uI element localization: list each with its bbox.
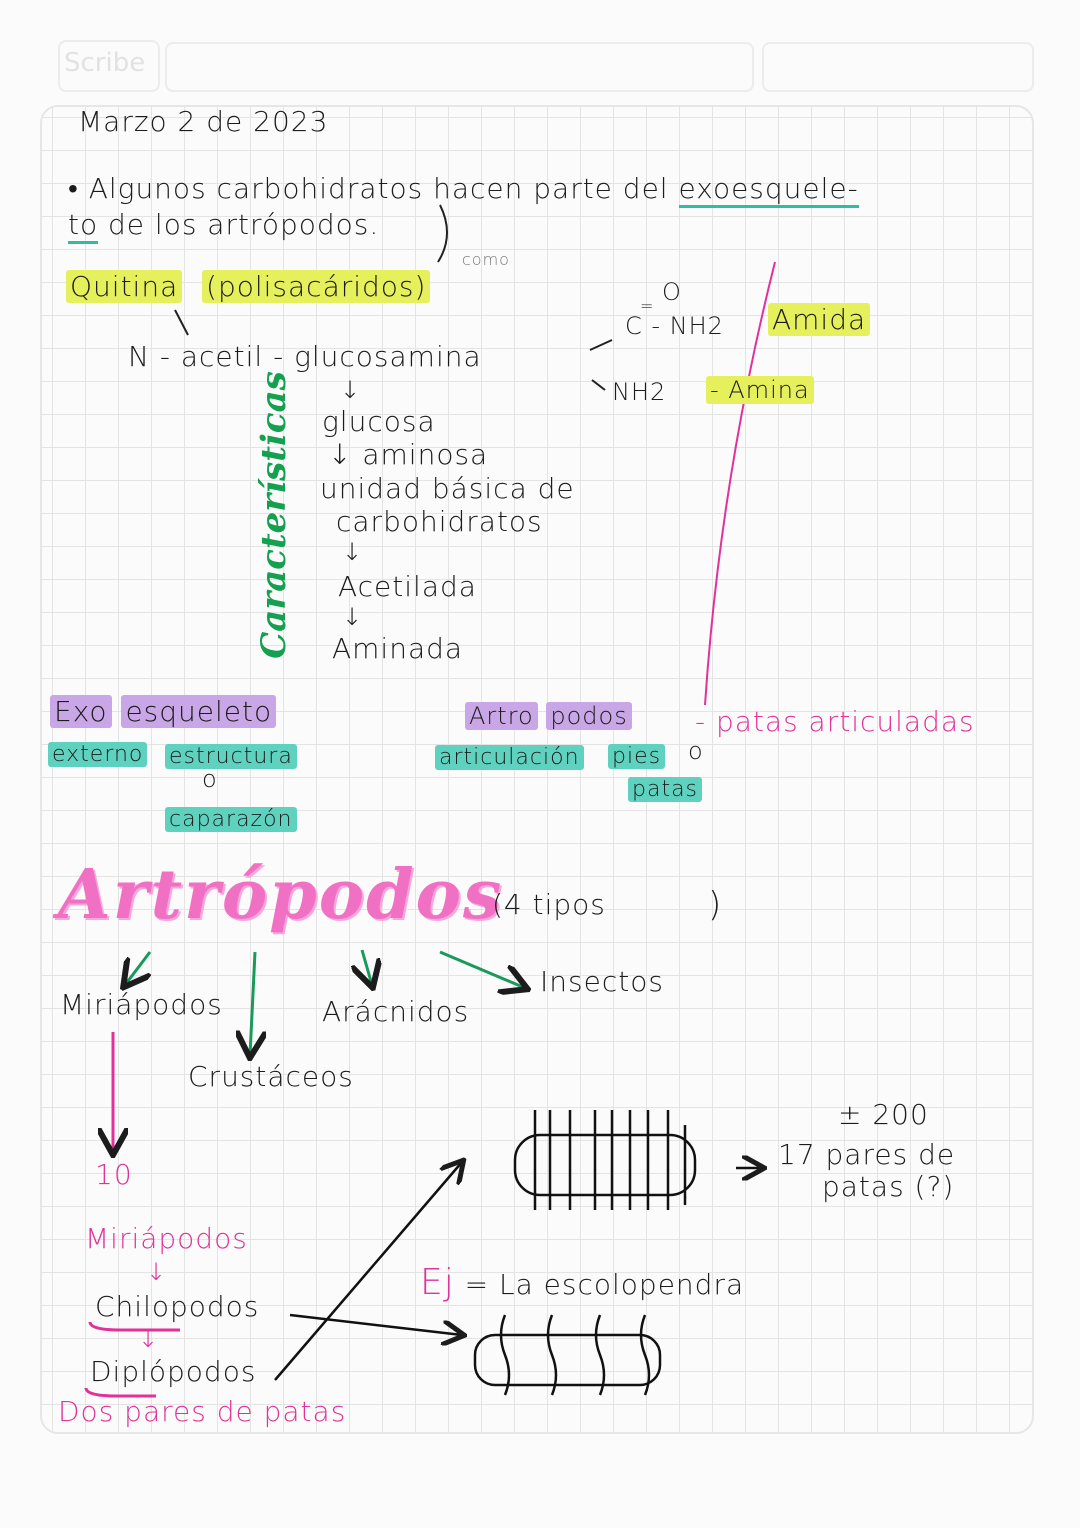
amina-label: - Amina [706, 376, 814, 404]
intro-line-2: to de los artrópodos. [68, 208, 380, 244]
header-field [165, 42, 754, 92]
podos: podos [546, 702, 632, 730]
formula-c: C - NH2 [625, 312, 724, 340]
chain-5: carbohidratos [336, 505, 543, 538]
arrow-down-1: ↓ [146, 1258, 168, 1286]
articulacion-text: articulación [435, 745, 584, 770]
chain-4: unidad básica de [320, 472, 575, 505]
patas-text: patas [628, 777, 703, 802]
externo-text: externo [48, 742, 148, 767]
quitina-paren: (polisacáridos) [202, 270, 431, 303]
artropodos-title: Artrópodos [58, 855, 504, 935]
artro-o: o [688, 737, 704, 765]
diplopodos-underline [84, 1387, 156, 1398]
artro: Artro [465, 702, 538, 730]
pink-connector-line [704, 261, 776, 706]
arrow-aracnidos [362, 949, 372, 985]
type-crustaceos: Crustáceos [188, 1060, 354, 1093]
estructura: estructura [165, 737, 297, 770]
brand-box: Scribe [58, 40, 160, 92]
arrow-chilopodos-to-centipede [289, 1313, 462, 1335]
exo-line: Exo esqueleto [50, 695, 277, 728]
arrow-miriapodos [125, 951, 150, 985]
quitina-term: Quitina [66, 270, 183, 303]
miriapodos-count: 10 [95, 1158, 133, 1191]
amina-text: - Amina [706, 376, 814, 404]
esqueleto: esqueleto [121, 695, 277, 728]
intro-underlined-2: to [68, 208, 99, 244]
date: Marzo 2 de 2023 [78, 105, 329, 138]
exo: Exo [50, 695, 112, 728]
articulacion: articulación [435, 738, 584, 771]
chain-2: glucosa [322, 405, 436, 438]
pies: pies [608, 737, 666, 770]
type-aracnidos: Arácnidos [322, 995, 470, 1028]
formula-nh2: NH2 [612, 378, 667, 406]
formula-o: O [662, 278, 682, 306]
miriapodos-heading: Miriápodos [85, 1222, 248, 1255]
intro-underlined: exoesquele- [678, 172, 859, 208]
amida-label: Amida [768, 303, 871, 336]
side-label: Características [253, 371, 294, 659]
tipos-count: (4 tipos [492, 888, 606, 921]
externo: externo [48, 735, 148, 768]
bracket-line [437, 204, 448, 263]
intro-text-2: de los artrópodos. [98, 208, 380, 241]
intro-text: • Algunos carbohidratos hacen parte del [68, 172, 679, 205]
chain-0: N - acetil - glucosamina [128, 340, 482, 373]
arrow-diplopodos-to-millipede [274, 1162, 462, 1381]
diplopodos: Diplópodos [90, 1355, 257, 1388]
caparazon: caparazón [165, 800, 297, 833]
chain-3: ↓ aminosa [328, 438, 489, 471]
example: Ej = La escolopendra [420, 1262, 744, 1303]
caparazon-text: caparazón [165, 807, 297, 832]
centipede-drawing [473, 1333, 662, 1387]
legs-count: ± 200 [838, 1098, 929, 1131]
arrow-down-2: ↓ [138, 1325, 160, 1353]
arrow-insectos [439, 950, 525, 988]
type-miriapodos: Miriápodos [60, 988, 223, 1021]
artro-line: Artro podos [465, 702, 632, 730]
dos-pares-note: Dos pares de patas [58, 1395, 347, 1428]
brand-label: Scribe [64, 48, 146, 78]
como-note: como [462, 250, 510, 269]
legs-patas: patas (?) [822, 1170, 955, 1203]
pies-text: pies [608, 744, 666, 769]
header-field-right [762, 42, 1034, 92]
chilopodos-underline [88, 1321, 180, 1332]
amida-text: Amida [768, 303, 871, 336]
millipede-drawing [513, 1133, 697, 1197]
chain-8: ↓ [342, 603, 364, 631]
patas: patas [628, 770, 703, 803]
quitina-arrow [174, 309, 189, 336]
exo-o: o [202, 765, 218, 793]
intro-line-1: • Algunos carbohidratos hacen parte del … [68, 172, 859, 208]
example-text: = La escolopendra [464, 1268, 745, 1301]
bond-line [589, 339, 613, 351]
chain-7: Acetilada [338, 570, 477, 603]
bond-line-2 [591, 379, 606, 391]
type-insectos: Insectos [540, 965, 664, 998]
estructura-text: estructura [165, 744, 297, 769]
tipos-close: ) [708, 885, 723, 925]
arrow-crustaceos [250, 951, 255, 1055]
legs-pairs: 17 pares de [778, 1138, 956, 1171]
chilopodos: Chilopodos [95, 1290, 260, 1323]
chain-1: ↓ [340, 376, 362, 404]
patas-articuladas: - patas articuladas [695, 705, 975, 738]
example-ej: Ej [420, 1262, 455, 1303]
quitina-line: Quitina (polisacáridos) [66, 270, 431, 303]
formula-double-bond: = [640, 296, 655, 315]
chain-9: Aminada [332, 632, 464, 665]
chain-6: ↓ [342, 538, 364, 566]
